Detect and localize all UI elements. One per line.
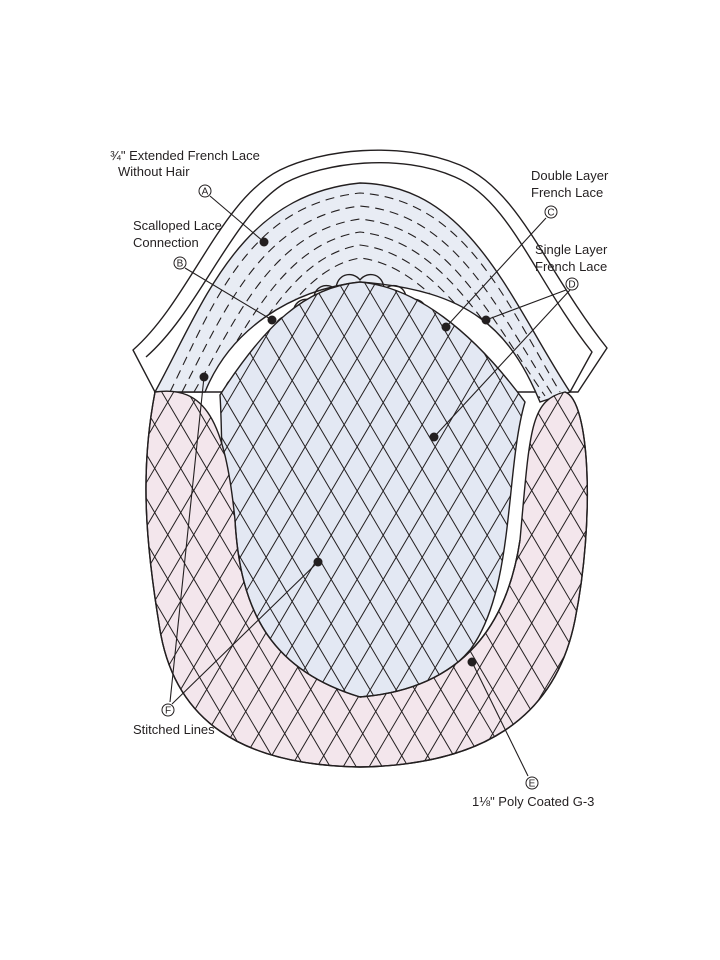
mesh-line (220, 282, 332, 697)
marker-a: A (198, 184, 212, 198)
mesh-line (701, 380, 720, 780)
mesh-line (649, 380, 720, 780)
mesh-line (0, 270, 123, 710)
mesh-line (145, 391, 234, 767)
label-f: Stitched Lines (133, 722, 215, 737)
label-a-line1: ¾" Extended French Lace (110, 148, 260, 163)
label-d-line2: French Lace (535, 259, 607, 274)
mesh-line (145, 391, 339, 767)
mesh-line (0, 270, 71, 710)
mesh-line (145, 391, 157, 767)
mesh-line (0, 270, 19, 710)
mesh-line (220, 282, 436, 697)
svg-text:B: B (177, 259, 184, 270)
label-b-line1: Scalloped Lace (133, 218, 222, 233)
mesh-line (412, 391, 588, 767)
mesh-line (220, 282, 409, 697)
mesh-line (220, 282, 410, 697)
mesh-line (0, 380, 130, 780)
mesh-line (0, 380, 103, 780)
marker-e: E (525, 776, 539, 790)
svg-text:F: F (165, 706, 171, 717)
center-lower-outline (234, 519, 521, 698)
mesh-line (409, 282, 525, 697)
mesh-line (356, 282, 525, 697)
label-c-line2: French Lace (531, 185, 603, 200)
svg-text:E: E (529, 779, 536, 790)
label-e: 1⅛" Poly Coated G-3 (472, 794, 594, 809)
mesh-line (227, 282, 488, 697)
mesh-line (595, 380, 720, 780)
mesh-line (438, 391, 588, 767)
mesh-line (220, 282, 331, 697)
mesh-line (145, 391, 208, 767)
mesh-line (408, 282, 525, 697)
mesh-line (669, 270, 720, 710)
marker-f: F (161, 703, 175, 717)
mesh-line (591, 270, 720, 710)
mesh-line (0, 380, 25, 780)
mesh-line (145, 391, 260, 767)
label-a-line2: Without Hair (118, 164, 190, 179)
leader-lines (169, 195, 571, 777)
mesh-line (597, 380, 720, 780)
svg-text:D: D (568, 280, 575, 291)
marker-d: D (565, 277, 579, 291)
mesh-line (145, 391, 261, 767)
mesh-line (568, 391, 588, 767)
mesh-line (226, 282, 487, 697)
marker-c: C (544, 205, 558, 219)
mesh-line (0, 380, 77, 780)
label-c-line1: Double Layer (531, 168, 609, 183)
mesh-line (623, 380, 720, 780)
extended-lace-band-inner-edge (145, 161, 593, 393)
label-d-line1: Single Layer (535, 242, 608, 257)
mesh-line (675, 380, 720, 780)
cap-outline (145, 391, 589, 768)
mesh-line (643, 270, 720, 710)
svg-text:A: A (202, 187, 209, 198)
mesh-line (331, 282, 525, 697)
mesh-line (220, 282, 383, 697)
mesh-line (145, 391, 156, 767)
mesh-line (0, 270, 97, 710)
mesh-line (220, 282, 435, 697)
mesh-line (0, 380, 129, 780)
svg-text:C: C (547, 208, 554, 219)
mesh-line (145, 391, 313, 767)
mesh-line (0, 270, 149, 710)
mesh-line (0, 270, 45, 710)
mesh-line (0, 380, 51, 780)
mesh-line (253, 282, 514, 697)
label-b-line2: Connection (133, 235, 199, 250)
mesh-line (145, 391, 287, 767)
mesh-line (252, 282, 513, 697)
leader-dots (199, 237, 491, 667)
mesh-line (220, 282, 384, 697)
mesh-line (695, 270, 720, 710)
mesh-line (220, 282, 306, 697)
mesh-line (330, 282, 525, 697)
mesh-line (570, 391, 588, 767)
marker-b: B (173, 256, 187, 270)
mesh-line (357, 282, 525, 697)
mesh-line (617, 270, 720, 710)
